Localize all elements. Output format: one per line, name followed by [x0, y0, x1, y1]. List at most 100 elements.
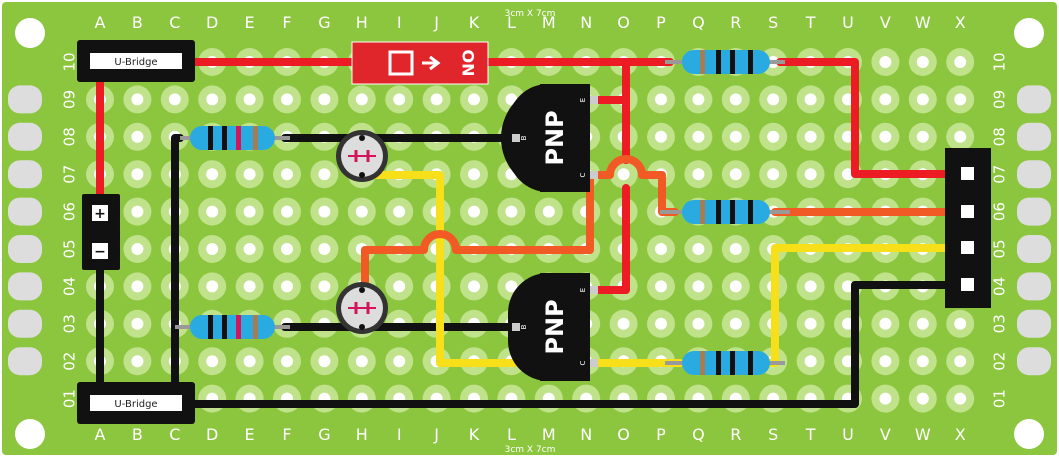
hole [206, 205, 219, 218]
column-label-bottom: G [318, 425, 330, 444]
hole [692, 168, 705, 181]
column-label-top: V [880, 13, 891, 32]
column-label-bottom: V [880, 425, 891, 444]
column-label-bottom: R [730, 425, 741, 444]
resistor-middle-right [660, 200, 790, 224]
column-label-bottom: L [507, 425, 516, 444]
mounting-hole-icon [15, 18, 45, 48]
transistor-top: PNP E B C [501, 84, 598, 192]
hole [954, 317, 967, 330]
hole [804, 93, 817, 106]
hole [355, 205, 368, 218]
row-label-left: 03 [61, 314, 79, 333]
hole [393, 280, 406, 293]
hole [318, 355, 331, 368]
hole [729, 317, 742, 330]
column-label-top: N [580, 13, 592, 32]
mounting-hole-icon [15, 419, 45, 449]
hole [281, 205, 293, 218]
mounting-hole-icon [1014, 419, 1044, 449]
hole [468, 168, 480, 181]
board-size-label-bottom: 3cm X 7cm [505, 445, 556, 455]
resistor-top-right [665, 50, 785, 74]
row-label-left: 06 [61, 202, 79, 221]
hole [916, 355, 929, 368]
hole [692, 130, 705, 143]
hole [131, 168, 144, 181]
column-label-bottom: I [397, 425, 402, 444]
edge-pad [1017, 197, 1051, 226]
capacitor-bottom-icon [336, 282, 388, 334]
black-wire [171, 134, 184, 394]
edge-pad [1017, 235, 1051, 263]
column-label-top: L [507, 13, 516, 32]
column-label-top: O [617, 13, 630, 32]
column-label-top: S [768, 13, 778, 32]
hole [655, 280, 667, 293]
hole [879, 93, 892, 106]
column-label-top: A [95, 13, 106, 32]
hole [318, 205, 331, 218]
hole [393, 93, 406, 106]
hole [243, 280, 256, 293]
row-label-left: 09 [61, 90, 79, 109]
row-label-right: 07 [991, 165, 1009, 184]
hole [692, 280, 705, 293]
column-label-bottom: O [617, 425, 630, 444]
hole [131, 205, 144, 218]
black-wire [186, 281, 964, 408]
hole [916, 56, 929, 68]
hole [729, 280, 742, 293]
row-label-left: 04 [61, 277, 79, 296]
edge-pad [8, 272, 42, 301]
hole [954, 93, 967, 106]
column-label-bottom: T [805, 425, 816, 444]
column-label-top: G [318, 13, 330, 32]
column-label-top: Q [692, 13, 705, 32]
hole [131, 93, 144, 106]
row-label-right: 10 [991, 52, 1009, 71]
capacitor-top-icon [336, 130, 388, 182]
column-label-top: M [542, 13, 556, 32]
mounting-hole-icon [1014, 18, 1044, 48]
row-label-left: 02 [61, 352, 79, 371]
transistor-bottom-pin-e: E [579, 288, 587, 292]
hole [954, 392, 967, 405]
edge-pad [1017, 272, 1051, 301]
hole [318, 280, 331, 293]
slide-switch: ON [351, 41, 489, 85]
hole [505, 205, 518, 218]
column-label-bottom: S [768, 425, 778, 444]
column-label-bottom: U [842, 425, 854, 444]
transistor-top-pin-b: B [520, 135, 528, 140]
hole [318, 168, 331, 181]
transistor-top-pin-e: E [579, 98, 587, 102]
u-bridge-bottom: U-Bridge [77, 382, 195, 424]
hole [168, 93, 181, 106]
column-label-bottom: W [915, 425, 931, 444]
hole [916, 317, 929, 330]
hole [206, 243, 219, 255]
edge-pad [1017, 309, 1051, 338]
row-label-left: 08 [61, 127, 79, 146]
hole [206, 168, 219, 181]
board-size-label-top: 3cm X 7cm [505, 9, 556, 19]
hole [131, 355, 144, 368]
hole [281, 355, 293, 368]
row-label-right: 03 [991, 314, 1009, 333]
column-label-bottom: E [245, 425, 255, 444]
column-label-top: K [469, 13, 480, 32]
hole [916, 93, 929, 106]
hole [355, 355, 368, 368]
edge-pad [8, 160, 42, 189]
column-label-bottom: M [542, 425, 556, 444]
hole [804, 130, 817, 143]
hole [206, 280, 219, 293]
row-label-right: 01 [991, 389, 1009, 408]
hole [954, 130, 967, 143]
hole [655, 130, 667, 143]
hole [767, 93, 780, 106]
column-label-bottom: P [656, 425, 666, 444]
